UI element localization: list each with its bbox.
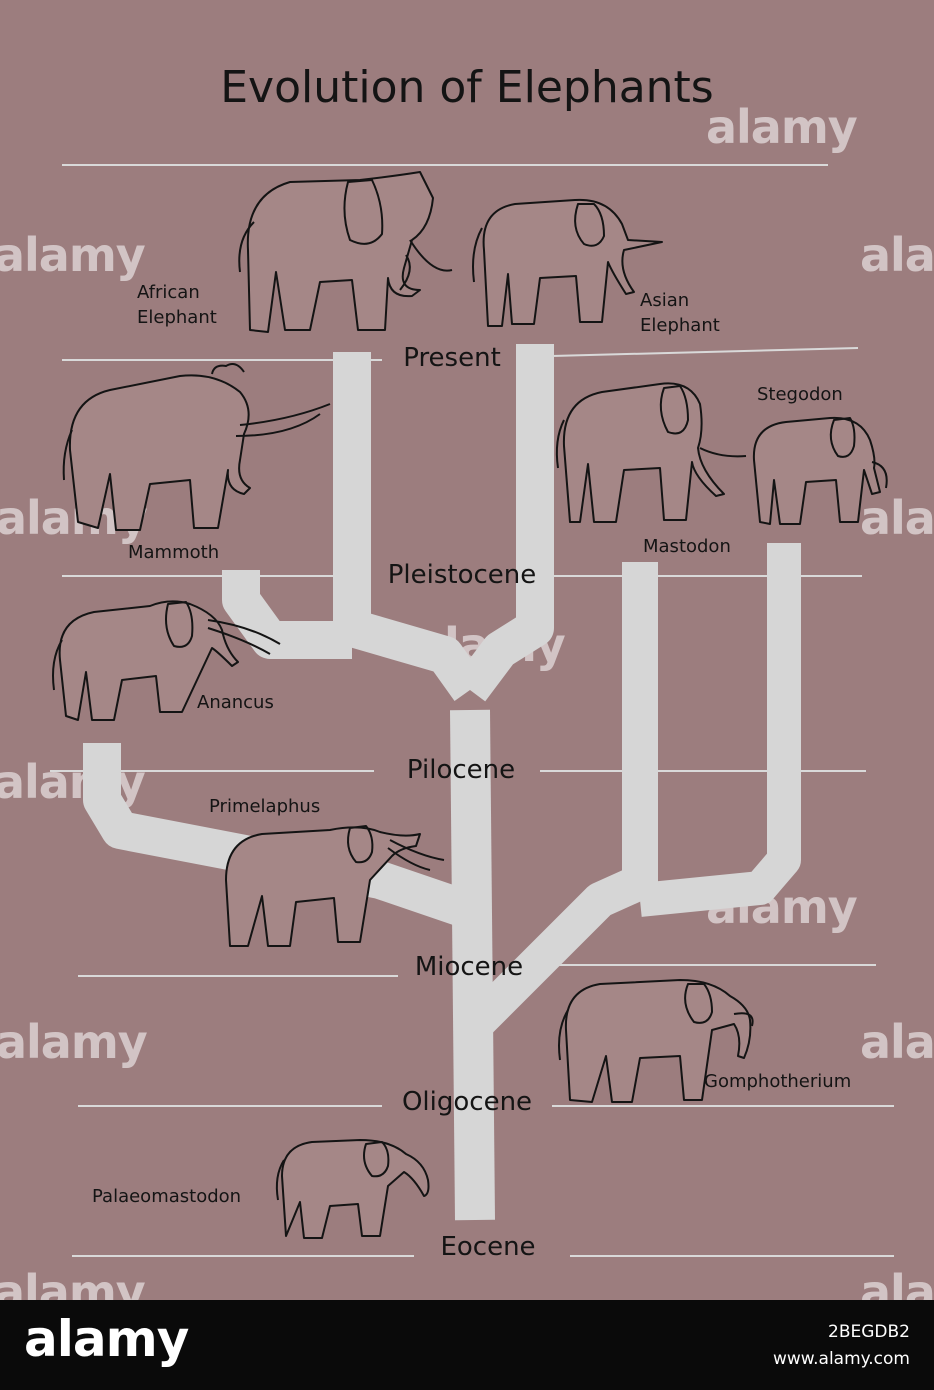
trunk-branch	[450, 709, 495, 1221]
page-title: Evolution of Elephants	[220, 62, 714, 113]
poster-background: alamy alamy alamy alamy alamy alamy alam…	[0, 0, 934, 1300]
watermark: alamy	[0, 1265, 146, 1300]
watermark: alamy	[860, 228, 934, 282]
watermark: alamy	[860, 491, 934, 545]
watermark: alamy	[0, 228, 146, 282]
asian-elephant-illustration	[472, 198, 663, 327]
stegodon-illustration	[752, 416, 888, 525]
watermark: alamy	[706, 100, 858, 154]
species-label-mammoth: Mammoth	[128, 542, 220, 563]
species-label-stegodon: Stegodon	[757, 384, 843, 405]
tree-branches	[83, 344, 801, 1221]
era-label-pleistocene: Pleistocene	[387, 560, 537, 590]
primelaphus-illustration	[225, 825, 445, 947]
anancus-illustration	[52, 600, 281, 721]
palaeomastodon-illustration	[275, 1139, 430, 1239]
species-label-palaeomastodon: Palaeomastodon	[92, 1186, 242, 1207]
african-elephant-illustration	[238, 171, 453, 333]
brand-logo: alamy	[24, 1310, 189, 1368]
stock-footer-bar	[0, 1300, 934, 1390]
species-label-asian-elephant: Asian Elephant	[640, 288, 720, 338]
watermark: alamy	[0, 1015, 148, 1069]
species-label-african-elephant: African Elephant	[137, 280, 217, 330]
watermark: alamy	[860, 1015, 934, 1069]
era-label-pilocene: Pilocene	[406, 755, 516, 785]
mastodon-branch	[467, 562, 658, 1033]
species-label-line: Elephant	[640, 315, 720, 336]
footer-url: www.alamy.com	[772, 1349, 910, 1369]
species-label-line: Elephant	[137, 307, 217, 328]
era-label-miocene: Miocene	[414, 952, 524, 982]
mammoth-branch	[222, 570, 352, 659]
species-label-primelaphus: Primelaphus	[209, 796, 321, 817]
watermark: alamy	[860, 1265, 934, 1300]
species-label-mastodon: Mastodon	[643, 536, 731, 557]
evolution-tree-diagram	[50, 164, 894, 1257]
asian-branch	[454, 344, 554, 702]
african-branch	[333, 352, 486, 702]
species-label-gomphotherium: Gomphotherium	[704, 1071, 852, 1092]
elephant-illustrations	[52, 171, 888, 1239]
era-label-eocene: Eocene	[440, 1232, 536, 1262]
era-label-present: Present	[403, 343, 501, 373]
mastodon-illustration	[555, 382, 747, 523]
primelaphus-anancus-branch	[83, 743, 475, 928]
gomphotherium-illustration	[558, 979, 754, 1103]
mammoth-illustration	[62, 363, 331, 531]
species-label-anancus: Anancus	[197, 692, 274, 713]
divider-line	[551, 347, 859, 357]
stegodon-branch	[638, 543, 801, 917]
image-id: 2BEGDB2	[828, 1322, 910, 1342]
era-label-oligocene: Oligocene	[401, 1087, 533, 1117]
species-label-line: African	[137, 282, 200, 303]
species-label-line: Asian	[640, 290, 690, 311]
